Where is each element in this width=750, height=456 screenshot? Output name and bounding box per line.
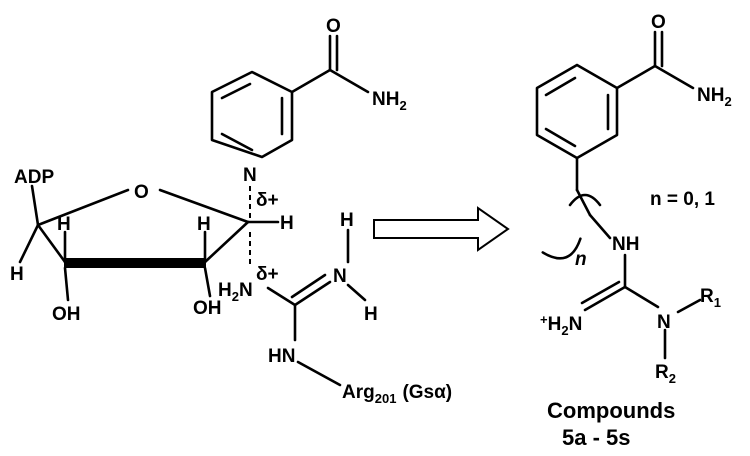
benzene-ring bbox=[535, 30, 695, 240]
compounds-caption-line2: 5a - 5s bbox=[562, 425, 631, 450]
c3-hydrogen-label: H bbox=[57, 214, 71, 235]
delta-plus-upper: δ+ bbox=[256, 190, 279, 211]
guanidinium-group bbox=[266, 228, 367, 387]
guanidine-h2n-label: H2N bbox=[218, 280, 253, 304]
n-index-label: n bbox=[575, 249, 587, 270]
c2-hydrogen-label: H bbox=[197, 214, 211, 235]
pyridinium-ring bbox=[210, 34, 370, 159]
guanidine-h-bottom-label: H bbox=[364, 304, 378, 325]
r-nh-label: NH bbox=[612, 234, 639, 255]
r-amide-oxygen-label: O bbox=[651, 12, 666, 33]
r-amide-nh2-label: NH2 bbox=[697, 85, 732, 109]
adp-label: ADP bbox=[14, 167, 54, 188]
amide-nh2-label: NH2 bbox=[372, 89, 407, 113]
repeat-bracket-upper bbox=[568, 193, 602, 207]
guanidine-imine-n-label: N bbox=[333, 266, 347, 287]
amide-oxygen-label: O bbox=[326, 16, 341, 37]
compounds-caption-line1: Compounds bbox=[547, 398, 675, 423]
right-structure: O NH2 n = 0, 1 n NH +H2N N R1 R2 Compoun… bbox=[535, 12, 732, 450]
r1-label: R1 bbox=[700, 286, 721, 310]
c1-hydrogen-label: H bbox=[280, 213, 294, 234]
guanidine-substituent bbox=[580, 253, 702, 360]
bold-wedge-bond bbox=[64, 258, 206, 268]
c2-hydroxyl-label: OH bbox=[193, 298, 222, 319]
r-amine-n-label: N bbox=[657, 312, 671, 333]
c3-hydroxyl-label: OH bbox=[52, 304, 81, 325]
r2-label: R2 bbox=[655, 362, 676, 386]
n-range-label: n = 0, 1 bbox=[650, 189, 715, 210]
repeat-bracket-lower bbox=[541, 237, 582, 260]
delta-plus-lower: δ+ bbox=[256, 264, 279, 285]
left-structure: ADP O H H H H OH OH N O NH2 δ+ δ+ H2N N … bbox=[10, 16, 452, 406]
pyridinium-nitrogen-label: N bbox=[243, 165, 257, 186]
r-h2n-plus-label: +H2N bbox=[540, 312, 582, 338]
guanidine-h-top-label: H bbox=[340, 210, 354, 231]
c4-hydrogen-label: H bbox=[10, 264, 24, 285]
ribose-ring bbox=[18, 184, 280, 302]
ribose-oxygen-label: O bbox=[134, 182, 149, 203]
arg201-label: Arg201(Gsα) bbox=[342, 382, 452, 406]
guanidine-hn-label: HN bbox=[268, 346, 295, 367]
transformation-arrow bbox=[373, 206, 510, 252]
